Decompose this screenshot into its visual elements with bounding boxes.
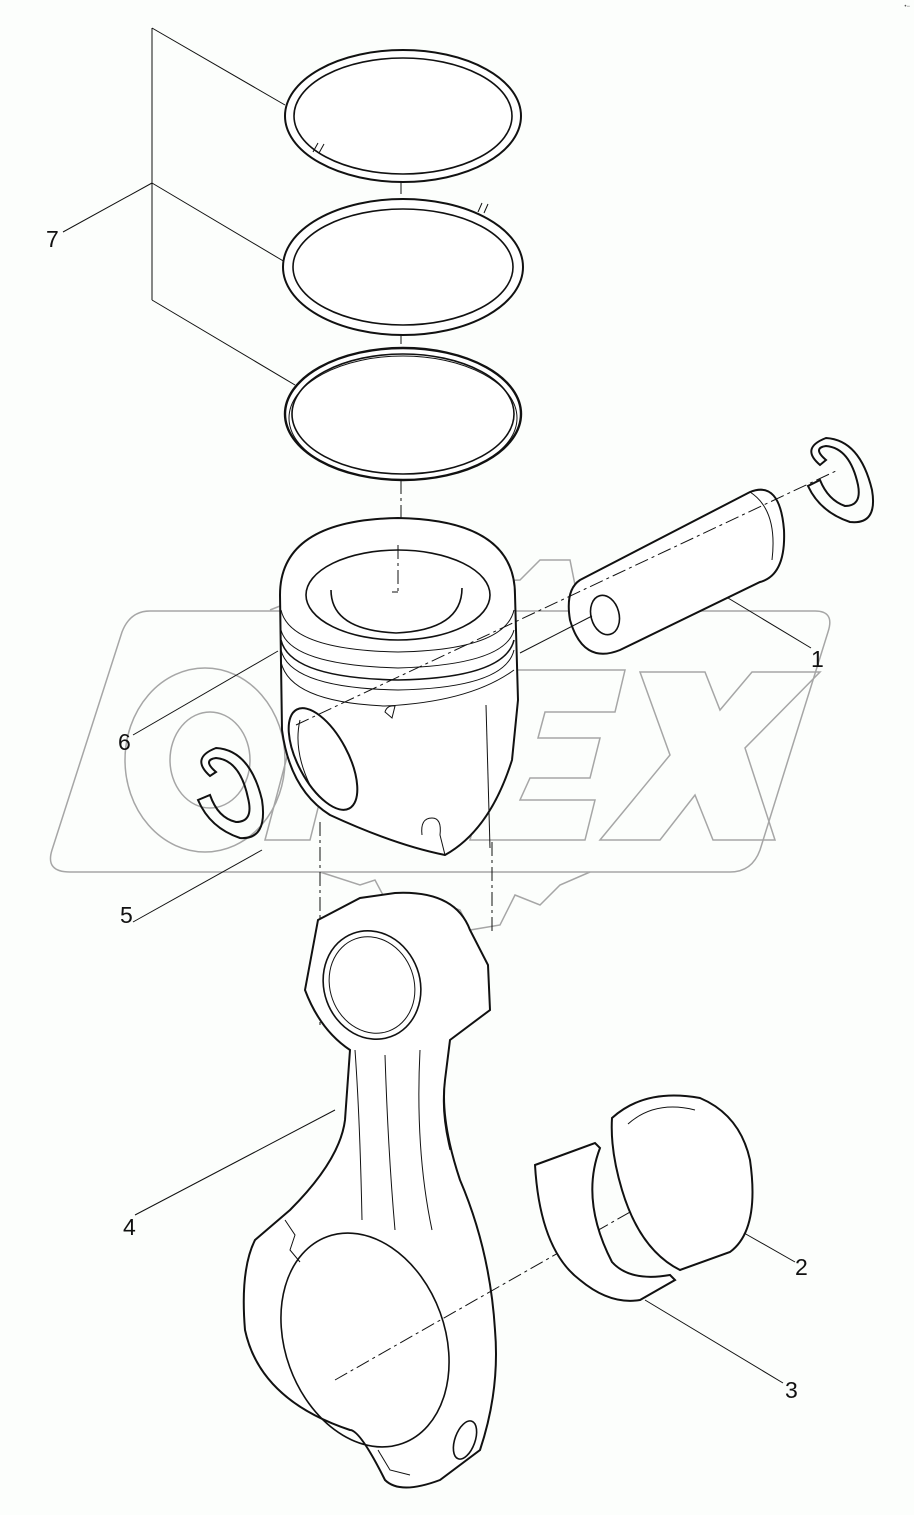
corner-mark: •− [904,4,910,10]
callout-1: 1 [811,646,824,672]
retaining-ring-left [196,746,264,840]
callout-5: 5 [120,902,133,928]
piston [278,516,520,857]
retaining-ring-right [806,436,874,524]
piston-ring-top [284,49,522,183]
callout-3: 3 [785,1377,798,1403]
piston-ring-oil [283,346,523,482]
callout-2: 2 [795,1254,808,1280]
callout-7: 7 [46,226,59,252]
callout-4: 4 [123,1214,136,1240]
bearing-axis [334,1194,661,1381]
bearing-shell-lower [533,1141,677,1302]
leader-lines [132,597,812,1384]
ring-set-bracket [62,27,296,386]
connecting-rod [242,891,497,1489]
bearing-shell-upper [610,1094,754,1272]
piston-pin [567,488,786,655]
piston-ring-middle [282,198,524,336]
callout-6: 6 [118,729,131,755]
